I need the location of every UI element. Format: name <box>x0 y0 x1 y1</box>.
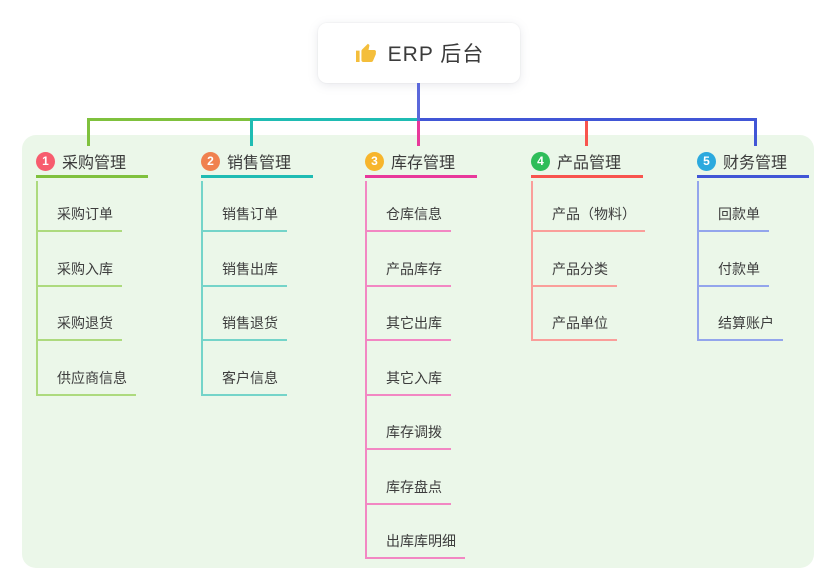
branch-item[interactable]: 客户信息 <box>201 368 287 396</box>
branch-item[interactable]: 其它出库 <box>365 313 451 341</box>
branch-item-label: 采购订单 <box>57 206 113 222</box>
connector-drop-line <box>416 118 420 146</box>
branch-item[interactable]: 采购入库 <box>36 259 122 287</box>
branch-title-label: 采购管理 <box>62 155 127 172</box>
branch-item-label: 产品单位 <box>552 315 608 331</box>
branch-item-label: 供应商信息 <box>57 369 127 386</box>
branch-item[interactable]: 采购订单 <box>36 204 122 232</box>
branch-connector-line <box>531 181 533 341</box>
branch-item-label: 其它入库 <box>386 369 442 386</box>
branch-item-label: 销售出库 <box>222 260 278 277</box>
branch-title[interactable]: 1 采购管理 <box>36 147 148 178</box>
branch-item[interactable]: 库存盘点 <box>365 477 451 505</box>
branch-item-label: 销售订单 <box>222 206 278 222</box>
connector-horizontal-line <box>416 118 757 121</box>
branch-number-badge: 1 <box>36 151 55 171</box>
thumbs-up-icon <box>354 41 378 65</box>
branch-item[interactable]: 销售订单 <box>201 204 287 232</box>
branch-item[interactable]: 回款单 <box>697 204 769 232</box>
branch-number-badge: 2 <box>201 151 220 171</box>
branch-item-label: 结算账户 <box>718 315 774 331</box>
branch-item-label: 出库库明细 <box>386 533 456 549</box>
root-node[interactable]: ERP 后台 <box>318 23 520 83</box>
root-node-label: ERP 后台 <box>387 43 485 66</box>
branch-title-label: 产品管理 <box>557 155 622 172</box>
branch-item[interactable]: 其它入库 <box>365 368 451 396</box>
branch-item-label: 销售退货 <box>222 315 278 331</box>
branch-item-label: 产品分类 <box>552 260 608 277</box>
branch-title-label: 财务管理 <box>723 155 788 172</box>
branch-connector-line <box>697 181 699 341</box>
branch-item-label: 产品（物料） <box>552 206 636 222</box>
connector-drop-line <box>753 118 757 146</box>
branch-title-label: 库存管理 <box>391 155 456 172</box>
connector-horizontal-line <box>249 118 420 121</box>
branch-title[interactable]: 3 库存管理 <box>365 147 477 178</box>
branch-item[interactable]: 结算账户 <box>697 313 783 341</box>
branch-item[interactable]: 采购退货 <box>36 313 122 341</box>
branch-item-label: 采购退货 <box>57 315 113 331</box>
branch-number-badge: 4 <box>531 151 550 171</box>
branch-number-badge: 5 <box>697 151 716 171</box>
branch-item-label: 其它出库 <box>386 315 442 331</box>
branches-container <box>22 135 814 568</box>
branch-title[interactable]: 5 财务管理 <box>697 147 809 178</box>
branch-connector-line <box>365 181 367 559</box>
branch-connector-line <box>201 181 203 396</box>
branch-item[interactable]: 供应商信息 <box>36 368 136 396</box>
branch-item-label: 库存盘点 <box>386 478 442 495</box>
branch-title[interactable]: 4 产品管理 <box>531 147 643 178</box>
branch-item[interactable]: 销售退货 <box>201 313 287 341</box>
branch-item[interactable]: 出库库明细 <box>365 531 465 559</box>
branch-connector-line <box>36 181 38 396</box>
root-connector-line <box>417 83 420 121</box>
branch-item[interactable]: 销售出库 <box>201 259 287 287</box>
connector-drop-line <box>249 118 253 146</box>
branch-item-label: 库存调拨 <box>386 424 442 440</box>
connector-drop-line <box>86 118 90 146</box>
branch-item-label: 付款单 <box>718 260 760 277</box>
branch-item-label: 采购入库 <box>57 260 113 277</box>
branch-item[interactable]: 仓库信息 <box>365 204 451 232</box>
branch-item[interactable]: 付款单 <box>697 259 769 287</box>
branch-item[interactable]: 产品库存 <box>365 259 451 287</box>
branch-item-label: 客户信息 <box>222 369 278 386</box>
branch-item[interactable]: 产品分类 <box>531 259 617 287</box>
branch-item[interactable]: 产品（物料） <box>531 204 645 232</box>
connector-drop-line <box>584 118 588 146</box>
branch-item-label: 产品库存 <box>386 260 442 277</box>
branch-item[interactable]: 产品单位 <box>531 313 617 341</box>
branch-item-label: 仓库信息 <box>386 206 442 222</box>
branch-title-label: 销售管理 <box>227 155 292 172</box>
connector-horizontal-line <box>86 118 253 121</box>
branch-item[interactable]: 库存调拨 <box>365 422 451 450</box>
branch-title[interactable]: 2 销售管理 <box>201 147 313 178</box>
branch-item-label: 回款单 <box>718 206 760 222</box>
branch-number-badge: 3 <box>365 151 384 171</box>
